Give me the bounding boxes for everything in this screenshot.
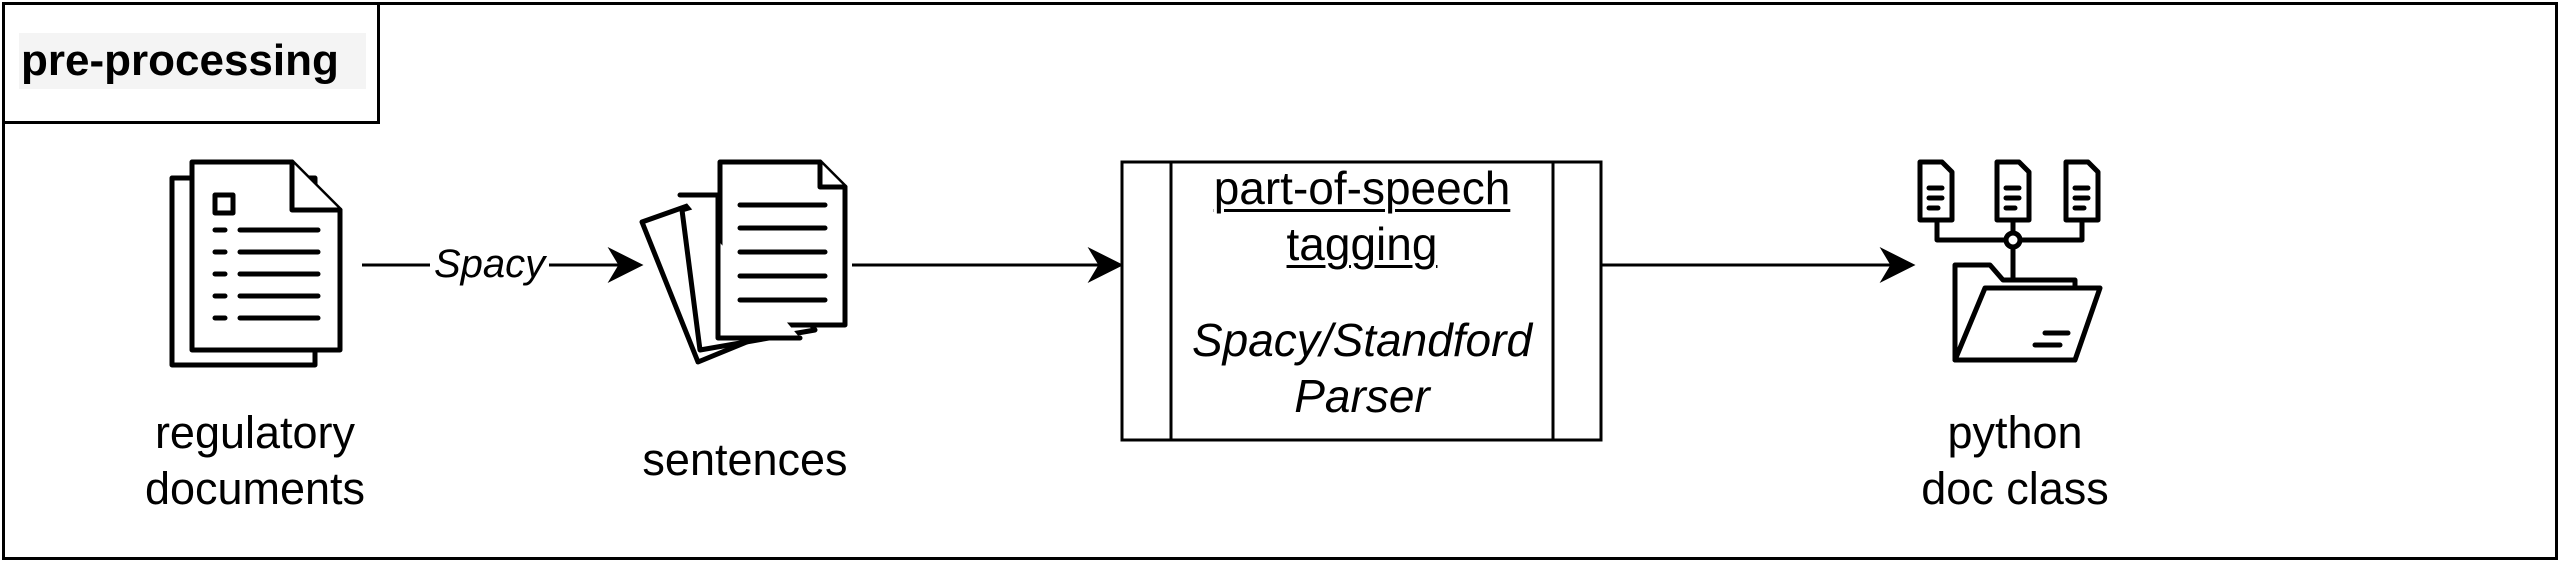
- process-tool-line1: Spacy/Standford: [1191, 314, 1533, 366]
- stacked-pages-icon: [639, 159, 848, 365]
- node-label-line: python: [1947, 407, 2083, 458]
- process-title-line2: tagging: [1286, 218, 1438, 270]
- node-label-line: documents: [144, 463, 366, 514]
- folder-tree-icon: [1917, 159, 2103, 363]
- edge-label-spacy: Spacy: [430, 240, 550, 288]
- node-label-line: regulatory: [154, 407, 356, 458]
- process-title-line1: part-of-speech: [1213, 162, 1511, 214]
- section-title: pre-processing: [19, 33, 366, 89]
- document-icon: [169, 159, 343, 368]
- process-box: [1120, 160, 1603, 442]
- section-title-box: pre-processing: [2, 2, 380, 124]
- process-label: part-of-speech tagging Spacy/Standford P…: [1170, 160, 1554, 424]
- node-label-regulatory-documents: regulatory documents: [110, 405, 400, 517]
- node-label-line: sentences: [642, 434, 848, 485]
- node-label-line: doc class: [1921, 463, 2109, 514]
- node-label-sentences: sentences: [600, 432, 890, 488]
- process-tool-line2: Parser: [1294, 370, 1430, 422]
- node-label-python-doc-class: python doc class: [1870, 405, 2160, 517]
